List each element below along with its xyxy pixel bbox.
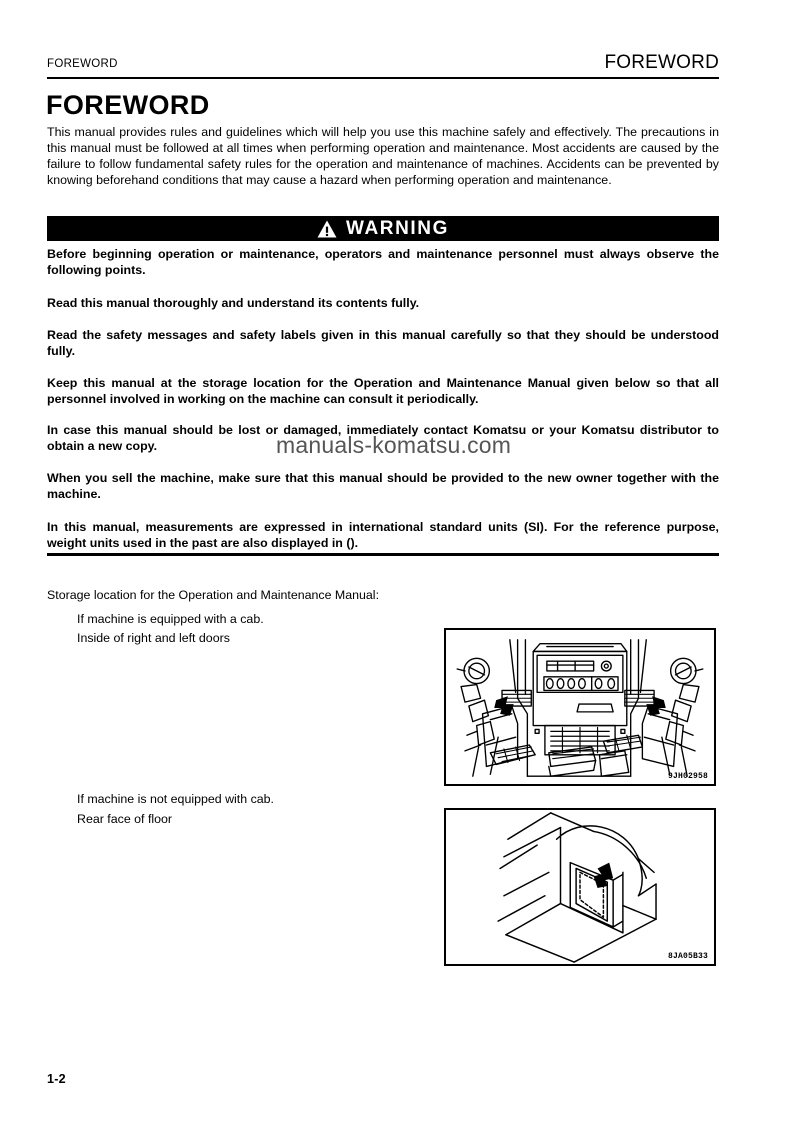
figure-code-floor: 8JA05B33 [667, 952, 708, 961]
warning-point-lost-damaged: In case this manual should be lost or da… [47, 423, 719, 454]
site-watermark: manuals-komatsu.com [276, 432, 512, 458]
page-title: FOREWORD [46, 90, 210, 120]
caption-cab-line2: Inside of right and left doors [77, 631, 230, 645]
floor-rear-face-drawing [497, 812, 657, 963]
cab-interior-illustration: 9JH02958 [444, 628, 716, 786]
warning-banner-content: WARNING [47, 216, 719, 241]
warning-point-keep-manual: Keep this manual at the storage location… [47, 376, 719, 407]
floor-rear-face-illustration: 8JA05B33 [444, 808, 716, 966]
storage-location-heading: Storage location for the Operation and M… [47, 588, 380, 602]
pointer-arrow-right [646, 696, 666, 716]
cab-interior-drawing [456, 639, 704, 777]
caption-nocab-line2: Rear face of floor [77, 812, 173, 826]
warning-point-safety-messages: Read the safety messages and safety labe… [47, 328, 719, 359]
intro-paragraph: This manual provides rules and guideline… [47, 125, 719, 188]
page-number: 1-2 [47, 1072, 66, 1086]
header-divider [47, 77, 719, 80]
figure-code-cab: 9JH02958 [667, 772, 708, 781]
header-right-title: FOREWORD [604, 52, 719, 73]
pointer-arrow-pocket [593, 862, 614, 888]
caption-nocab-line1: If machine is not equipped with cab. [77, 792, 274, 806]
running-header: FOREWORD FOREWORD [47, 52, 719, 81]
warning-label: WARNING [345, 217, 450, 239]
section-divider [47, 553, 719, 557]
warning-triangle-icon [317, 220, 337, 237]
caption-cab-line1: If machine is equipped with a cab. [77, 612, 264, 626]
pointer-arrow-left [494, 696, 514, 716]
warning-point-read-thoroughly: Read this manual thoroughly and understa… [47, 296, 420, 310]
warning-banner: WARNING [47, 216, 719, 241]
warning-point-sell-machine: When you sell the machine, make sure tha… [47, 471, 719, 502]
warning-point-observe: Before beginning operation or maintenanc… [47, 247, 719, 278]
header-left-title: FOREWORD [47, 58, 118, 70]
warning-point-si-units: In this manual, measurements are express… [47, 520, 719, 551]
